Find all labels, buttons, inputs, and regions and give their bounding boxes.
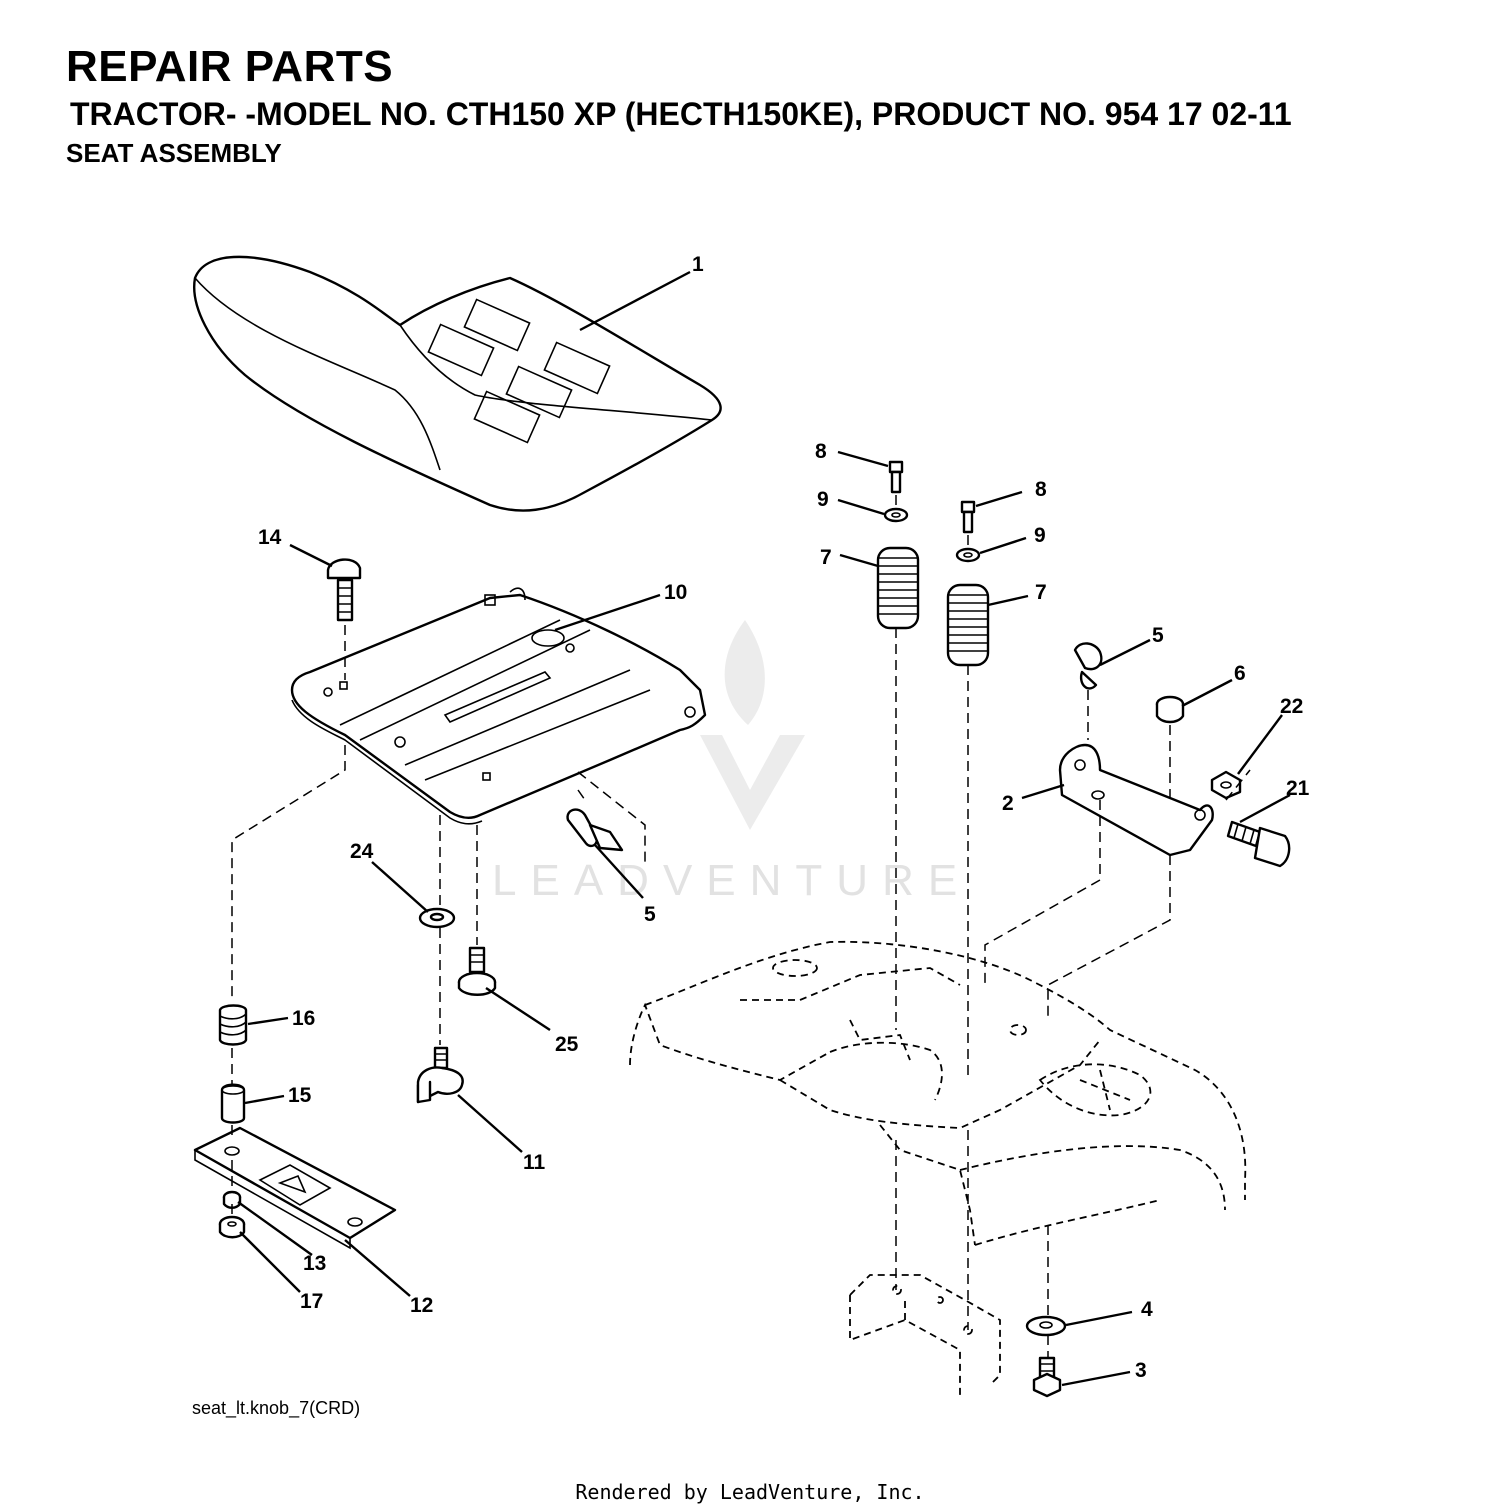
callout-10: 10 [664, 581, 687, 604]
part-washer-9-right [955, 547, 981, 563]
callout-22: 22 [1280, 695, 1303, 718]
callout-9-right: 9 [1034, 524, 1046, 547]
callout-4: 4 [1141, 1298, 1153, 1321]
callout-7-right: 7 [1035, 581, 1047, 604]
part-tractor-body [629, 940, 1247, 1395]
callout-13: 13 [303, 1252, 326, 1275]
callout-8-left: 8 [815, 440, 827, 463]
callout-3: 3 [1135, 1359, 1147, 1382]
callout-11: 11 [523, 1151, 546, 1174]
section-title: SEAT ASSEMBLY [66, 138, 282, 168]
part-spring-7-right [946, 583, 990, 667]
callout-15: 15 [288, 1084, 312, 1107]
part-nut-6 [1155, 695, 1185, 724]
model-subtitle: TRACTOR- -MODEL NO. CTH150 XP (HECTH150K… [70, 96, 1292, 132]
callouts: 1 14 10 8 9 7 8 9 7 5 6 22 2 21 5 24 25 … [258, 253, 1310, 1382]
part-bolt-8-left [888, 460, 904, 494]
footer-credit: Rendered by LeadVenture, Inc. [575, 1480, 925, 1504]
callout-7-left: 7 [820, 546, 832, 569]
callout-8-right: 8 [1035, 478, 1047, 501]
part-spring-small [218, 1004, 248, 1046]
callout-17: 17 [300, 1290, 323, 1313]
callout-1: 1 [692, 253, 704, 276]
callout-5-right: 5 [1152, 624, 1164, 647]
callout-16: 16 [292, 1007, 315, 1030]
part-washer-9-left [883, 507, 909, 523]
part-nut-17 [218, 1215, 246, 1239]
part-bracket [1058, 743, 1214, 857]
part-bolt-3 [1032, 1356, 1062, 1398]
part-washer-4 [1025, 1315, 1067, 1337]
part-carriage-bolt [326, 558, 362, 622]
part-bolt-8-right [960, 500, 976, 534]
part-washer-24 [418, 907, 456, 929]
part-shoulder-bolt [457, 946, 497, 996]
callout-6: 6 [1234, 662, 1246, 685]
part-clip-left [566, 808, 624, 852]
part-seat-cushion [193, 255, 722, 512]
part-clip-right [1073, 642, 1103, 690]
callout-24: 24 [350, 840, 374, 863]
leader-lines [237, 270, 1291, 1387]
watermark: LEADVENTURE [492, 620, 971, 905]
callout-25: 25 [555, 1033, 579, 1056]
callout-14: 14 [258, 526, 282, 549]
part-seat-pan [290, 587, 707, 825]
drawing-id: seat_lt.knob_7(CRD) [192, 1398, 361, 1418]
callout-21: 21 [1286, 777, 1310, 800]
page-title: REPAIR PARTS [66, 42, 394, 91]
callout-12: 12 [410, 1294, 433, 1317]
callout-5-left: 5 [644, 903, 656, 926]
callout-9-left: 9 [817, 488, 829, 511]
callout-2: 2 [1002, 792, 1014, 815]
part-bushing [220, 1083, 246, 1124]
part-spring-7-left [876, 546, 920, 630]
part-knob [416, 1046, 464, 1104]
part-nut-22 [1210, 770, 1242, 800]
assembly-lines [231, 495, 1251, 1360]
part-bolt-21 [1226, 820, 1291, 868]
watermark-text: LEADVENTURE [492, 856, 971, 905]
